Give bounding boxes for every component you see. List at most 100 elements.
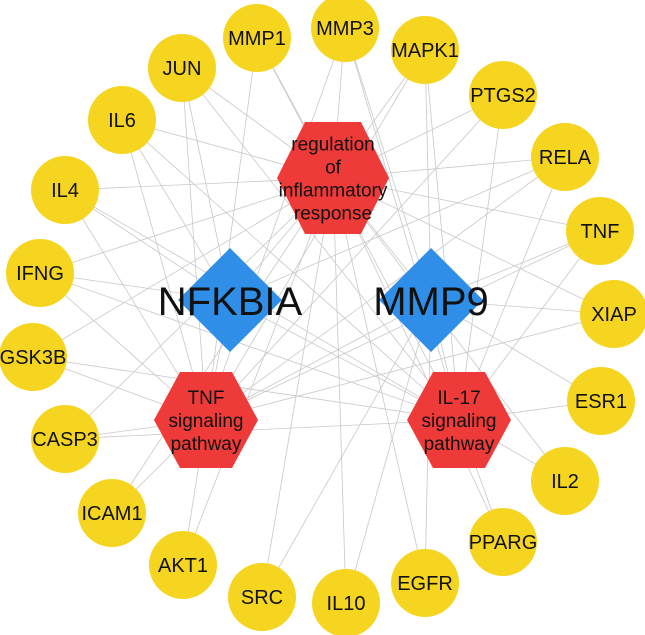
edge-gsk3b-inflam xyxy=(32,177,334,358)
edge-mmp3-il17path xyxy=(344,27,460,421)
circle-node-icon xyxy=(531,123,599,191)
edge-mapk1-il17path xyxy=(424,49,460,421)
edge-mmp3-tnfpath xyxy=(205,27,346,421)
edge-il6-tnfpath xyxy=(121,119,207,421)
gene-node-il10[interactable]: IL10 xyxy=(312,569,380,635)
diamond-node-icon xyxy=(379,248,483,352)
edge-il10-mmp9 xyxy=(345,299,432,604)
gene-label: AKT1 xyxy=(158,555,208,577)
edge-xiap-tnfpath xyxy=(205,313,615,421)
diamond-node-icon xyxy=(178,248,282,352)
edge-mapk1-tnfpath xyxy=(205,49,426,421)
gene-node-xiap[interactable]: XIAP xyxy=(580,280,645,348)
gene-node-il4[interactable]: IL4 xyxy=(31,156,99,224)
circle-node-icon xyxy=(88,86,156,154)
gene-label: MMP1 xyxy=(228,28,286,50)
edge-mmp3-mmp9 xyxy=(344,27,432,301)
circle-node-icon xyxy=(6,239,74,307)
edge-tnf-tnfpath xyxy=(205,230,601,421)
gene-label: SRC xyxy=(241,587,283,609)
gene-node-gsk3b[interactable]: GSK3B xyxy=(0,323,67,391)
gene-label: MMP3 xyxy=(316,18,374,40)
gene-node-jun[interactable]: JUN xyxy=(148,34,216,102)
gene-node-egfr[interactable]: EGFR xyxy=(391,549,459,617)
circle-node-icon xyxy=(0,323,67,391)
pathway-label-line: TNF xyxy=(188,388,225,409)
gene-label: RELA xyxy=(539,147,592,169)
core-label: NFKBIA xyxy=(158,280,303,324)
gene-node-src[interactable]: SRC xyxy=(228,563,296,631)
gene-label: IFNG xyxy=(16,263,64,285)
gene-node-il2[interactable]: IL2 xyxy=(531,447,599,515)
gene-node-rela[interactable]: RELA xyxy=(531,123,599,191)
gene-node-ifng[interactable]: IFNG xyxy=(6,239,74,307)
edge-egfr-inflam xyxy=(332,177,426,584)
circle-node-icon xyxy=(149,531,217,599)
pathway-label-line: regulation xyxy=(291,135,374,156)
circle-node-icon xyxy=(223,4,291,72)
edge-mmp1-tnfpath xyxy=(205,37,258,421)
circle-node-icon xyxy=(391,16,459,84)
edge-ifng-inflam xyxy=(39,177,334,274)
pathway-label-line: pathway xyxy=(171,434,242,455)
gene-label: ESR1 xyxy=(575,391,627,413)
hexagon-node-icon xyxy=(277,122,389,234)
edge-src-mmp9 xyxy=(261,299,432,598)
edge-icam1-inflam xyxy=(111,177,334,514)
gene-node-akt1[interactable]: AKT1 xyxy=(149,531,217,599)
edge-ptgs2-tnfpath xyxy=(205,94,504,421)
circle-node-icon xyxy=(531,447,599,515)
pathway-label-line: pathway xyxy=(424,434,495,455)
edge-xiap-inflam xyxy=(332,177,615,315)
core-node-mmp9[interactable]: MMP9 xyxy=(373,248,489,352)
gene-label: IL2 xyxy=(551,471,579,493)
circle-node-icon xyxy=(567,367,635,435)
circle-node-icon xyxy=(566,197,634,265)
circle-node-icon xyxy=(312,569,380,635)
gene-label: PPARG xyxy=(469,532,538,554)
gene-node-icam1[interactable]: ICAM1 xyxy=(78,479,146,547)
core-node-nfkbia[interactable]: NFKBIA xyxy=(158,248,303,352)
gene-label: IL10 xyxy=(327,593,366,615)
pathway-label-line: signaling xyxy=(422,411,497,432)
gene-node-mapk1[interactable]: MAPK1 xyxy=(391,16,459,84)
edge-il10-inflam xyxy=(332,177,347,604)
gene-label: PTGS2 xyxy=(470,85,536,107)
circle-node-icon xyxy=(31,405,99,473)
edge-ifng-il17path xyxy=(39,272,460,421)
edge-rela-nfkbia xyxy=(229,156,566,301)
gene-node-il6[interactable]: IL6 xyxy=(88,86,156,154)
edge-jun-tnfpath xyxy=(181,67,207,421)
circle-node-icon xyxy=(580,280,645,348)
edge-akt1-inflam xyxy=(182,177,334,566)
gene-node-mmp1[interactable]: MMP1 xyxy=(223,4,291,72)
gene-node-ptgs2[interactable]: PTGS2 xyxy=(469,61,537,129)
gene-node-pparg[interactable]: PPARG xyxy=(469,508,538,576)
edge-rela-tnfpath xyxy=(205,156,566,421)
hexagon-node-icon xyxy=(154,372,258,468)
gene-label: GSK3B xyxy=(0,347,66,369)
edge-src-inflam xyxy=(261,177,334,598)
pathway-label-line: inflammatory xyxy=(279,181,388,202)
gene-node-casp3[interactable]: CASP3 xyxy=(31,405,99,473)
gene-node-tnf[interactable]: TNF xyxy=(566,197,634,265)
gene-label: XIAP xyxy=(591,304,637,326)
edge-ptgs2-il17path xyxy=(458,94,504,421)
gene-node-mmp3[interactable]: MMP3 xyxy=(311,0,379,62)
gene-label: IL4 xyxy=(51,180,79,202)
circle-node-icon xyxy=(311,0,379,62)
gene-label: MAPK1 xyxy=(391,40,459,62)
edge-jun-il17path xyxy=(181,67,460,421)
gene-node-esr1[interactable]: ESR1 xyxy=(567,367,635,435)
edge-il6-il17path xyxy=(121,119,460,421)
pathway-label-line: response xyxy=(294,204,372,225)
circle-node-icon xyxy=(78,479,146,547)
gene-label: TNF xyxy=(581,221,620,243)
edge-pparg-inflam xyxy=(332,177,504,543)
circle-node-icon xyxy=(469,61,537,129)
circle-node-icon xyxy=(469,508,537,576)
